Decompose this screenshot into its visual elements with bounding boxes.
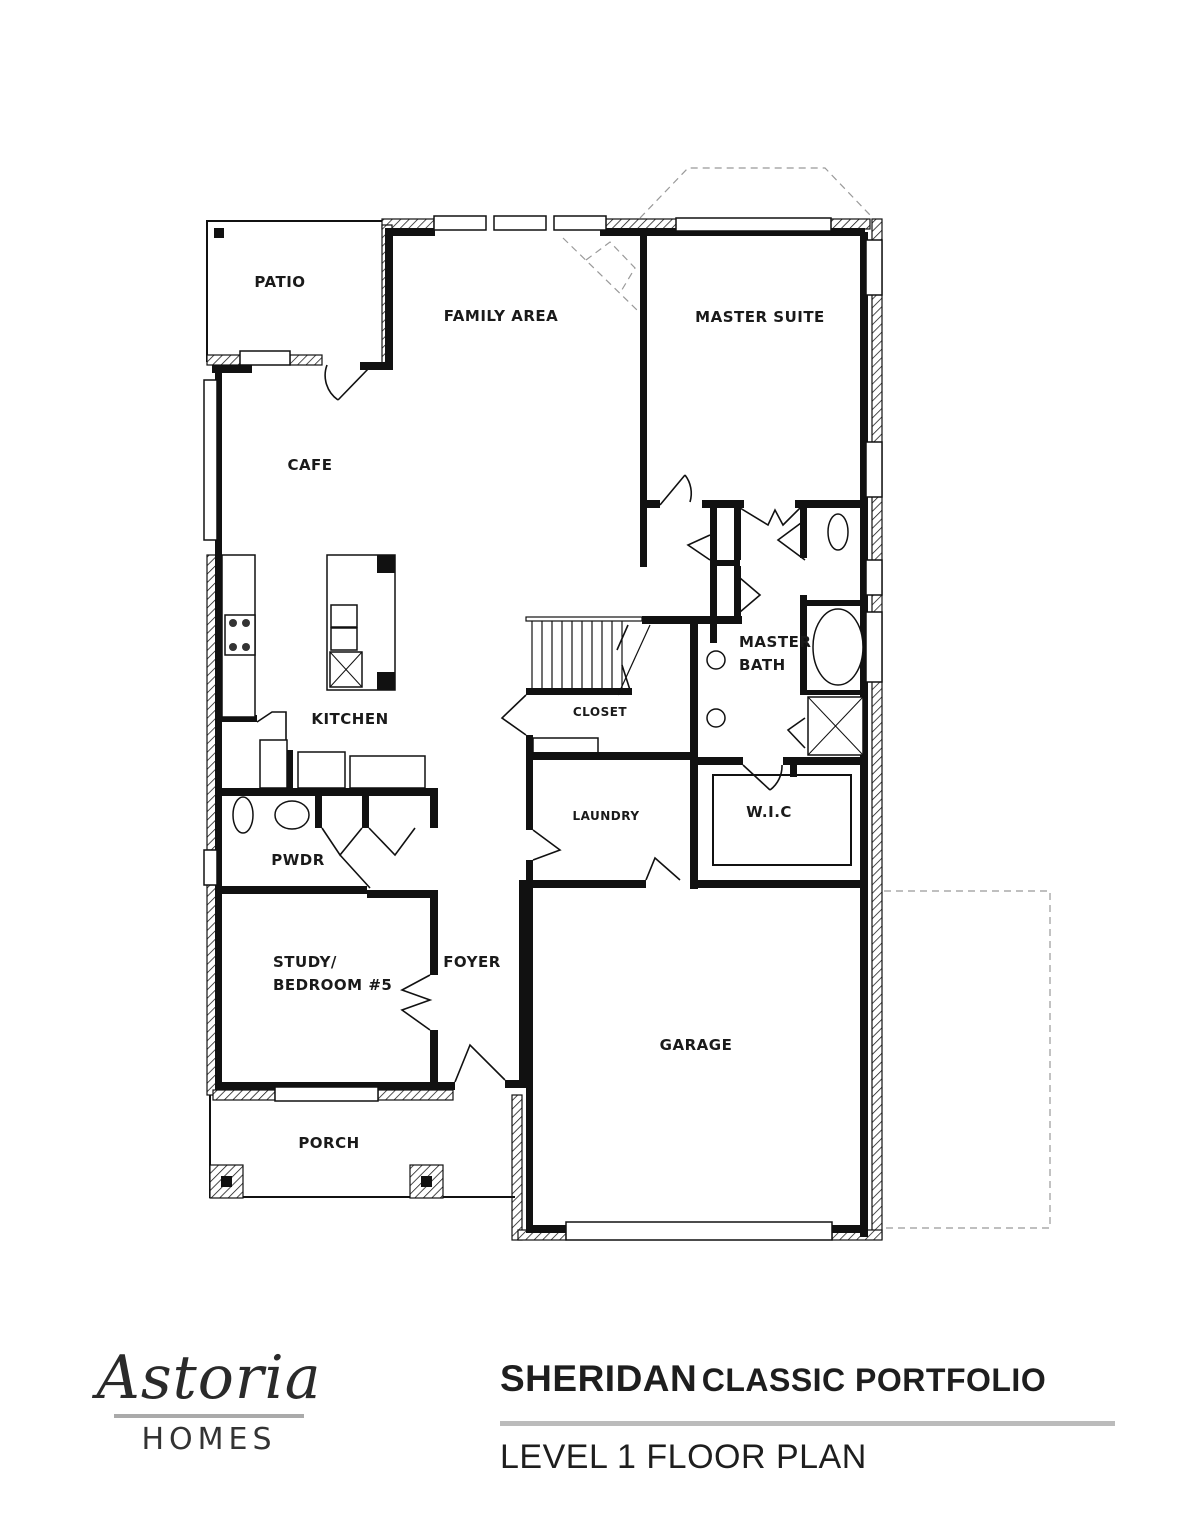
brand-logo: Astoria HOMES — [64, 1348, 354, 1457]
windows — [203, 215, 883, 1241]
room-label-patio: PATIO — [254, 273, 305, 291]
title-divider — [500, 1421, 1115, 1426]
plan-name: SHERIDAN — [500, 1358, 698, 1399]
stairs — [525, 616, 651, 696]
plan-collection: CLASSIC PORTFOLIO — [701, 1362, 1047, 1398]
room-label-wic: W.I.C — [746, 803, 792, 821]
driveway-outline — [884, 890, 1051, 1229]
plan-title: SHERIDAN CLASSIC PORTFOLIO — [500, 1358, 1046, 1400]
room-label-laundry: LAUNDRY — [572, 809, 639, 823]
room-label-pwdr: PWDR — [271, 851, 325, 869]
room-label-family-area: FAMILY AREA — [444, 307, 558, 325]
porch-columns — [209, 1095, 515, 1199]
room-label-master-bath-line2: BATH — [739, 656, 786, 674]
floor-plan: PATIO FAMILY AREA MASTER SUITE CAFE KITC… — [203, 167, 1051, 1241]
room-label-cafe: CAFE — [287, 456, 332, 474]
room-label-study-line1: STUDY/ — [273, 953, 337, 971]
room-label-porch: PORCH — [298, 1134, 359, 1152]
bay-window-outline — [639, 167, 871, 219]
title-block: Astoria HOMES SHERIDAN CLASSIC PORTFOLIO… — [0, 1300, 1180, 1536]
plan-level: LEVEL 1 FLOOR PLAN — [500, 1438, 867, 1476]
walls — [212, 228, 868, 1237]
room-label-kitchen: KITCHEN — [311, 710, 388, 728]
room-label-closet: CLOSET — [573, 705, 628, 719]
room-label-master-suite: MASTER SUITE — [695, 308, 825, 326]
patio-area — [206, 220, 382, 362]
room-label-master-bath-line1: MASTER — [739, 633, 811, 651]
brand-subtitle: HOMES — [141, 1422, 277, 1457]
brand-name: Astoria — [96, 1343, 322, 1413]
room-label-study-line2: BEDROOM #5 — [273, 976, 392, 994]
room-labels: PATIO FAMILY AREA MASTER SUITE CAFE KITC… — [254, 273, 824, 1152]
room-label-garage: GARAGE — [660, 1036, 733, 1054]
bath-fixtures — [232, 513, 864, 866]
room-label-foyer: FOYER — [443, 953, 501, 971]
fireplace-outline — [562, 237, 638, 311]
brand-divider — [114, 1414, 304, 1418]
kitchen-fixtures — [221, 554, 426, 789]
